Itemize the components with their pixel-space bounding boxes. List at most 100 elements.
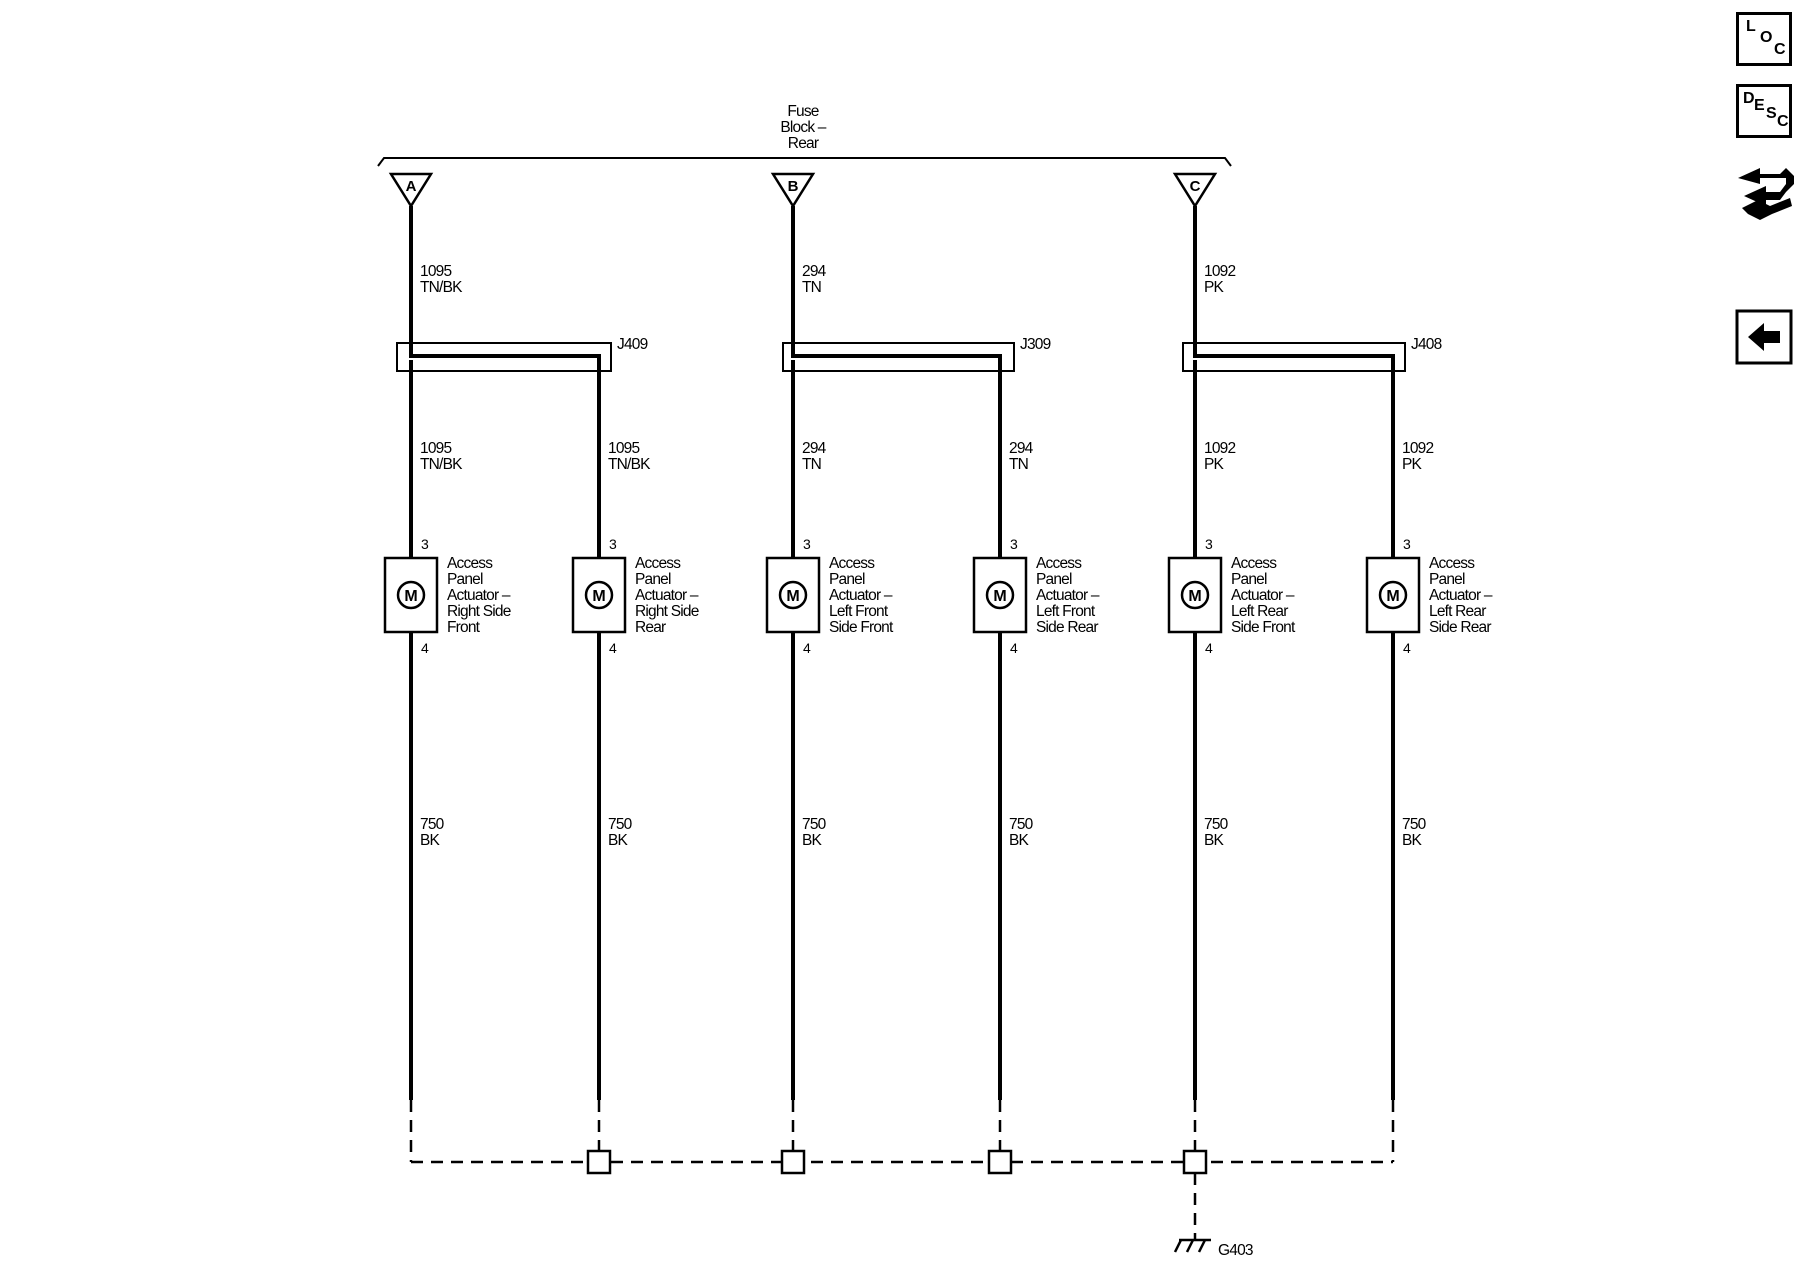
loc-letter-c: C xyxy=(1774,41,1786,58)
fuse-block-label-1: Fuse xyxy=(787,103,818,120)
actuator-name-line: Access xyxy=(1429,555,1475,572)
motor-icon xyxy=(1378,580,1408,610)
motor-symbol: M xyxy=(1188,588,1201,605)
ground-circuit: 750 xyxy=(802,816,827,833)
pin-bottom: 4 xyxy=(803,640,811,656)
ground-circuit: 750 xyxy=(1009,816,1034,833)
connector-tool-icon[interactable] xyxy=(1738,168,1794,220)
wire-color: TN xyxy=(802,456,821,473)
terminal-id: A xyxy=(406,178,417,195)
terminal-id: C xyxy=(1190,178,1201,195)
pin-bottom: 4 xyxy=(1403,640,1411,656)
ground-circuit: 750 xyxy=(1204,816,1229,833)
loc-button[interactable]: L O C xyxy=(1736,12,1792,66)
motor-icon xyxy=(584,580,614,610)
ground-color: BK xyxy=(1009,832,1030,849)
actuator-name-line: Actuator – xyxy=(635,587,699,604)
ground-color: BK xyxy=(608,832,629,849)
splice-label: J408 xyxy=(1411,336,1442,353)
motor-symbol: M xyxy=(786,588,799,605)
pin-top: 3 xyxy=(1403,536,1411,552)
loc-letter-l: L xyxy=(1746,18,1756,35)
actuator-box xyxy=(972,556,1028,634)
wire-circuit: 294 xyxy=(802,440,827,457)
wire-circuit: 294 xyxy=(1009,440,1034,457)
pin-bottom: 4 xyxy=(1010,640,1018,656)
back-arrow-icon[interactable] xyxy=(1735,309,1793,365)
pin-top: 3 xyxy=(803,536,811,552)
actuator-name-line: Panel xyxy=(829,571,865,588)
ground-color: BK xyxy=(420,832,441,849)
ground-circuit: 750 xyxy=(420,816,445,833)
ground-splice xyxy=(1182,1149,1208,1175)
fuse-block-bracket xyxy=(377,157,1232,167)
wire-circuit: 1095 xyxy=(420,263,451,280)
loc-letter-o: O xyxy=(1760,29,1773,46)
wire-color: PK xyxy=(1204,456,1225,473)
pin-bottom: 4 xyxy=(421,640,429,656)
actuator-name-line: Left Front xyxy=(829,603,889,620)
motor-symbol: M xyxy=(404,588,417,605)
actuator-name-line: Access xyxy=(1036,555,1082,572)
ground-icon xyxy=(1173,1238,1211,1253)
terminal-id: B xyxy=(788,178,799,195)
ground-splice xyxy=(987,1149,1013,1175)
splice-pack-j309: J309 xyxy=(782,336,1051,372)
wire-color: PK xyxy=(1402,456,1423,473)
actuator-box xyxy=(383,556,439,634)
actuator-name-line: Panel xyxy=(635,571,671,588)
actuator-name-line: Panel xyxy=(1231,571,1267,588)
wire-circuit: 1095 xyxy=(608,440,639,457)
pin-top: 3 xyxy=(609,536,617,552)
motor-icon xyxy=(778,580,808,610)
actuator-name-line: Actuator – xyxy=(1036,587,1100,604)
actuator-name-line: Rear xyxy=(635,619,666,636)
pin-bottom: 4 xyxy=(1205,640,1213,656)
pin-top: 3 xyxy=(1205,536,1213,552)
actuator-name-line: Panel xyxy=(447,571,483,588)
ground-color: BK xyxy=(1204,832,1225,849)
desc-letter-s: S xyxy=(1766,105,1777,122)
ground-bus: G403 xyxy=(411,1149,1393,1259)
actuator-name-line: Front xyxy=(447,619,481,636)
wire-circuit: 1092 xyxy=(1402,440,1433,457)
motor-symbol: M xyxy=(592,588,605,605)
splice-packs: J409 J309 J408 xyxy=(396,336,1442,372)
actuator-name-line: Side Front xyxy=(1231,619,1296,636)
splice-label: J409 xyxy=(617,336,648,353)
wire-circuit: 1095 xyxy=(420,440,451,457)
wire-color: TN xyxy=(802,279,821,296)
ground-label: G403 xyxy=(1218,1242,1253,1259)
actuator-name-line: Panel xyxy=(1036,571,1072,588)
actuator-name-line: Actuator – xyxy=(1429,587,1493,604)
wire-color: TN/BK xyxy=(420,279,463,296)
actuator-name-line: Side Rear xyxy=(1429,619,1491,636)
actuator-name-line: Side Rear xyxy=(1036,619,1098,636)
wire-circuit: 1092 xyxy=(1204,263,1235,280)
actuator-name-line: Panel xyxy=(1429,571,1465,588)
actuator-name-line: Access xyxy=(1231,555,1277,572)
desc-button[interactable]: D E S C xyxy=(1736,84,1792,138)
wire-color: PK xyxy=(1204,279,1225,296)
actuator-name-line: Right Side xyxy=(447,603,511,620)
actuator-name-line: Left Rear xyxy=(1429,603,1486,620)
wire-color: TN/BK xyxy=(608,456,651,473)
motor-icon xyxy=(1180,580,1210,610)
motor-icon xyxy=(985,580,1015,610)
actuator-name-line: Actuator – xyxy=(1231,587,1295,604)
actuator-name-line: Side Front xyxy=(829,619,894,636)
pin-bottom: 4 xyxy=(609,640,617,656)
ground-splice xyxy=(586,1149,612,1175)
